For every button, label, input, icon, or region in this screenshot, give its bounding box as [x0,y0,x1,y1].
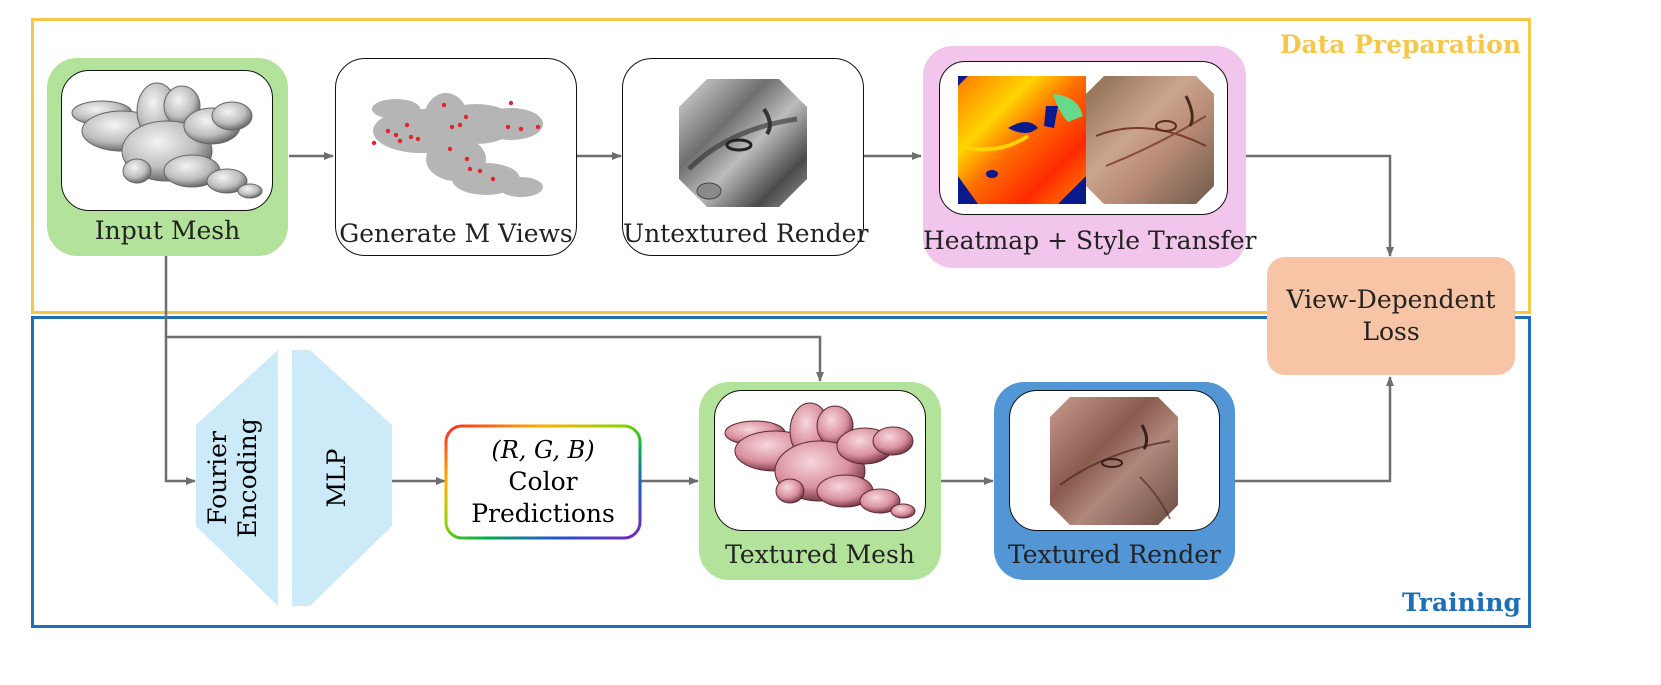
view-loss-line2: Loss [1362,317,1420,346]
training-title: Training [1402,588,1521,617]
color-pred-line2: Color [508,467,577,496]
fourier-line1: Fourier [203,431,232,525]
fourier-line2: Encoding [233,418,262,538]
untextured-render-card: Untextured Render [622,58,869,256]
style-transfer-icon [1086,76,1214,204]
encoder-shapes: Fourier Encoding MLP [196,350,392,606]
color-pred-line3: Predictions [471,499,615,528]
textured-mesh-icon [724,402,916,519]
data-preparation-title: Data Preparation [1279,30,1521,59]
textured-mesh-label: Textured Mesh [725,540,915,569]
fourier-encoding-shape [196,350,278,606]
heatmap-style-images [939,61,1228,215]
arrow-heatmap-to-loss [1246,154,1394,257]
view-loss-line1: View-Dependent [1286,285,1496,314]
textured-render-label: Textured Render [1008,540,1221,569]
color-pred-line1: (R, G, B) [491,436,594,464]
arrow-mesh-down [164,256,196,485]
arrow-render-to-loss [1235,376,1394,483]
mlp-label: MLP [322,448,351,507]
generate-views-card: Generate M Views [335,58,577,256]
untextured-render-label: Untextured Render [623,219,869,248]
input-mesh-card: Input Mesh [47,58,288,256]
arrow-mesh-to-textured-mesh [166,335,824,382]
textured-mesh-image [714,390,926,531]
data-preparation-section [31,18,1531,314]
textured-render-card: Textured Render [994,382,1235,580]
generate-views-label: Generate M Views [339,219,573,248]
color-predictions-card: (R, G, B) Color Predictions [444,424,642,540]
view-loss-card: View-Dependent Loss [1267,257,1515,375]
heatmap-style-label: Heatmap + Style Transfer [923,226,1257,255]
gray-mesh-icon [71,82,263,199]
textured-mesh-card: Textured Mesh [699,382,941,580]
training-section [31,316,1531,628]
heatmap-style-card: Heatmap + Style Transfer [923,46,1257,268]
mlp-shape [292,350,392,606]
heatmap-icon [958,76,1086,204]
textured-render-image [1009,390,1220,531]
input-mesh-label: Input Mesh [94,216,241,245]
input-mesh-image [61,70,273,211]
untextured-render-icon [679,79,807,207]
textured-render-icon [1050,397,1178,525]
view-samples-icon [371,93,543,197]
